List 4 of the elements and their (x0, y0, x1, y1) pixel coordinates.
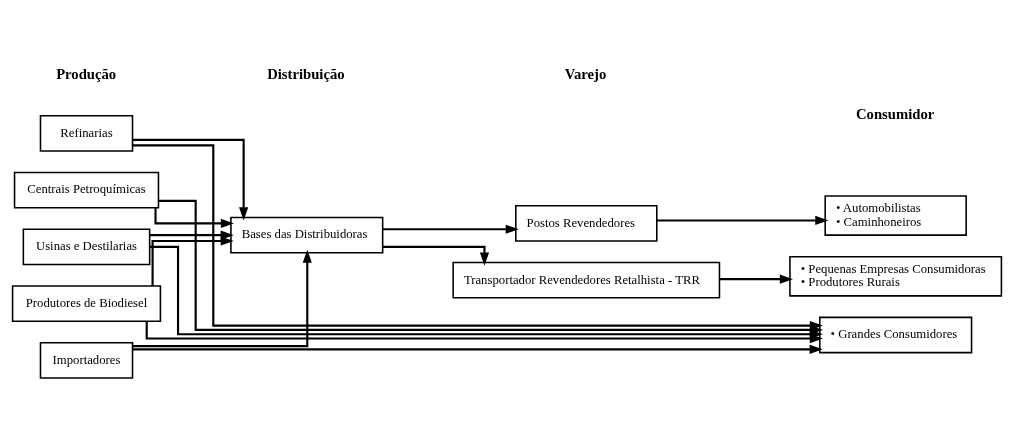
label: Distribuição (267, 65, 345, 82)
label: Produção (56, 65, 117, 82)
label: Consumidor (856, 106, 935, 123)
label: Varejo (564, 65, 607, 82)
